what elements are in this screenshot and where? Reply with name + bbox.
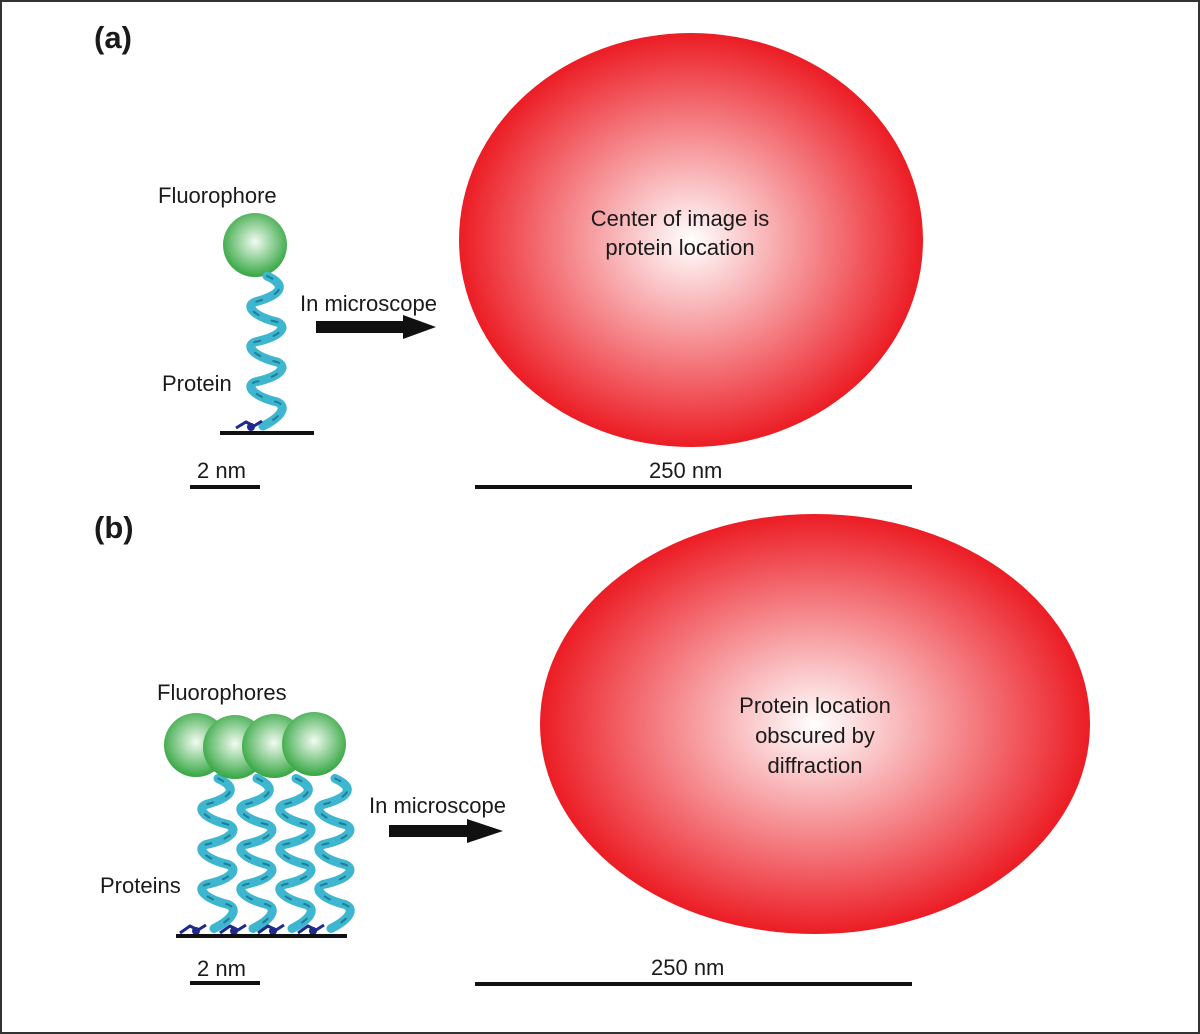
fluorophore-sphere (223, 213, 287, 277)
panel-b: (b) Fluorophores Proteins In microscope (94, 510, 1090, 986)
scale-large-label: 250 nm (649, 458, 722, 483)
center-text-line-1: Center of image is (591, 206, 770, 231)
arrow-icon-b (389, 819, 503, 843)
center-text-line-2: protein location (605, 235, 754, 260)
diffraction-spot (459, 33, 923, 447)
fluorophore-sphere-4 (282, 712, 346, 776)
fluorophores-label: Fluorophores (157, 680, 287, 705)
arrow-label: In microscope (300, 291, 437, 316)
panel-a-label: (a) (94, 20, 132, 55)
panel-b-label: (b) (94, 510, 134, 545)
protein-label: Protein (162, 371, 232, 396)
arrow-icon (316, 315, 436, 339)
scale-small-label-b: 2 nm (197, 956, 246, 981)
anchor-residue (235, 419, 263, 431)
anchor-residues (179, 923, 325, 935)
fluorophore-label: Fluorophore (158, 183, 277, 208)
scale-small-label: 2 nm (197, 458, 246, 483)
scale-large-label-b: 250 nm (651, 955, 724, 980)
center-text-b-line-1: Protein location (739, 693, 891, 718)
arrow-label-b: In microscope (369, 793, 506, 818)
center-text-b-line-3: diffraction (768, 753, 863, 778)
diffraction-spot-b (540, 514, 1090, 934)
center-text-b-line-2: obscured by (755, 723, 875, 748)
proteins-label: Proteins (100, 873, 181, 898)
panel-a: (a) Fluorophore Protein In microscope Ce… (94, 20, 923, 489)
